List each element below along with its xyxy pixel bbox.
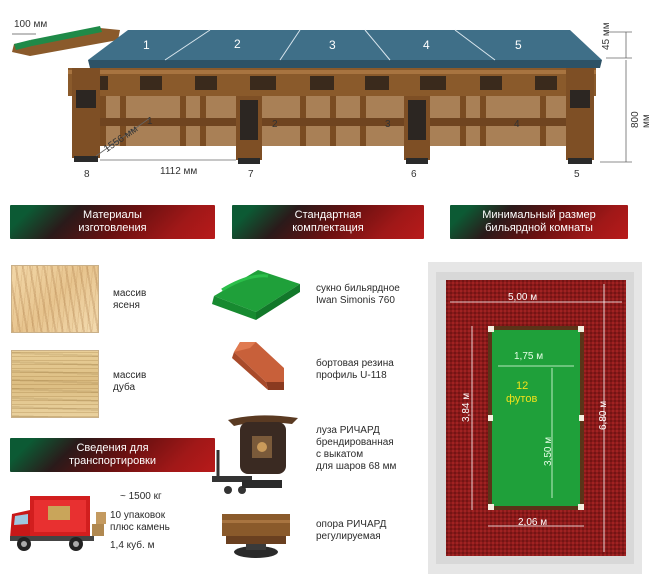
play-width-label: 1,75 м: [514, 351, 544, 362]
standard-item-support: опора РИЧАРД регулируемая: [316, 519, 387, 542]
standard-title: Стандартная комплектация: [292, 209, 364, 234]
room-width-label: 5,00 м: [508, 292, 538, 303]
material-label-ash: массив ясеня: [113, 288, 147, 311]
oak-wood-swatch: [11, 350, 99, 418]
cloth-icon: [212, 270, 300, 320]
inner-label: 3: [385, 119, 391, 130]
inner-label: 4: [514, 119, 520, 130]
materials-title: Материалы изготовления: [78, 209, 147, 234]
leg-label: 8: [84, 169, 90, 180]
cushion-rubber-icon: [232, 342, 284, 390]
section-label: 5: [515, 38, 522, 52]
transport-header: Сведения для транспортировки: [10, 438, 215, 472]
leg-label: 5: [574, 169, 580, 180]
ash-wood-swatch: [11, 265, 99, 333]
room-plan-drawing: [428, 262, 642, 574]
standard-item-pocket: луза РИЧАРД брендированная с выкатом для…: [316, 425, 397, 472]
section-label: 4: [423, 38, 430, 52]
inner-label: 1: [147, 116, 153, 127]
cushion-profile-icon: [12, 26, 120, 56]
room-title: Минимальный размер бильярдной комнаты: [482, 209, 596, 234]
leg-span-label: 1112 мм: [160, 166, 198, 177]
material-label-oak: массив дуба: [113, 370, 147, 393]
table-height-label: 800 мм: [630, 111, 649, 128]
top-height-label: 45 мм: [601, 22, 612, 50]
truck-icon: [10, 496, 106, 551]
room-header: Минимальный размер бильярдной комнаты: [450, 205, 628, 239]
transport-title: Сведения для транспортировки: [68, 442, 157, 467]
leg-support-icon: [222, 514, 290, 558]
table-cloth: [492, 330, 580, 506]
table-surface: [88, 30, 602, 60]
play-length-label: 3,50 м: [543, 436, 554, 466]
section-label: 1: [143, 38, 150, 52]
table-width-label: 2,06 м: [518, 517, 548, 528]
standard-item-rubber: бортовая резина профиль U-118: [316, 358, 394, 381]
transport-volume: 1,4 куб. м: [110, 540, 155, 551]
table-illustration: [0, 0, 649, 190]
leg-label: 6: [411, 169, 417, 180]
materials-header: Материалы изготовления: [10, 205, 215, 239]
table-size-unit: футов: [506, 393, 538, 405]
room-length-label: 6,80 м: [598, 400, 609, 430]
transport-packages: 10 упаковок плюс камень: [110, 510, 170, 533]
pocket-icon: [212, 415, 298, 494]
table-length-label: 3,84 м: [461, 392, 472, 422]
transport-weight: ~ 1500 кг: [120, 491, 162, 502]
standard-header: Стандартная комплектация: [232, 205, 424, 239]
section-label: 2: [234, 37, 241, 51]
standard-item-cloth: сукно бильярдное Iwan Simonis 760: [316, 283, 400, 306]
inner-label: 2: [272, 119, 278, 130]
billiard-table-drawing: [12, 26, 632, 164]
table-size-number: 12: [516, 380, 529, 392]
cushion-width-label: 100 мм: [14, 19, 48, 30]
section-label: 3: [329, 38, 336, 52]
leg-label: 7: [248, 169, 254, 180]
